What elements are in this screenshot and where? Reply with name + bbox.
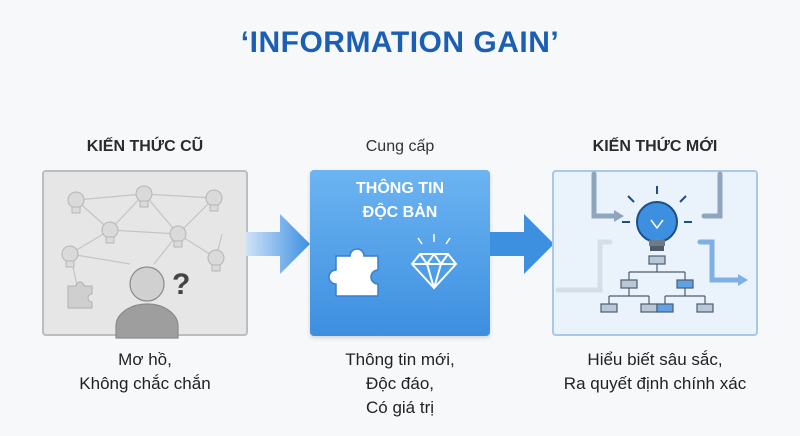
hierarchy-icon (600, 255, 714, 313)
old-knowledge-illustration: ? (61, 185, 225, 339)
unique-information-caption: Thông tin mới, Độc đáo, Có giá trị (300, 348, 500, 420)
caption-line: Ra quyết định chính xác (563, 374, 747, 393)
lightbulb-icon (205, 189, 223, 212)
caption-line: Mơ hồ, (118, 350, 172, 369)
caption-line: Thông tin mới, (345, 350, 455, 369)
new-knowledge-illustration (555, 171, 748, 313)
panel-title-line-1: THÔNG TIN (356, 180, 444, 197)
diagram-title: ‘INFORMATION GAIN’ (240, 26, 560, 59)
arrow-icon (490, 214, 554, 274)
lightbulb-icon (636, 201, 678, 251)
old-knowledge-panel: ? (42, 170, 248, 339)
question-mark: ? (172, 268, 190, 301)
old-knowledge-label: KIẾN THỨC CŨ (86, 138, 204, 155)
lightbulb-icon (61, 245, 79, 268)
caption-line: Hiểu biết sâu sắc, (587, 350, 723, 369)
provide-label: Cung cấp (365, 138, 435, 155)
arrow-icon (246, 214, 310, 274)
old-knowledge-caption: Mơ hồ, Không chắc chắn (42, 348, 248, 396)
puzzle-icon (328, 248, 379, 297)
puzzle-icon (67, 281, 93, 309)
new-knowledge-label: KIẾN THỨC MỚI (592, 138, 718, 155)
sparkle-icon (417, 234, 451, 245)
lightbulb-icon (101, 221, 119, 244)
lightbulb-icon (207, 249, 225, 272)
lightbulb-icon (169, 225, 187, 248)
lightbulb-icon (67, 191, 85, 214)
lightbulb-icon (135, 185, 153, 208)
new-knowledge-caption: Hiểu biết sâu sắc, Ra quyết định chính x… (532, 348, 778, 396)
panel-title-line-2: ĐỘC BẢN (362, 204, 438, 221)
person-icon (115, 266, 179, 339)
unique-information-panel: THÔNG TIN ĐỘC BẢN (310, 170, 490, 336)
new-knowledge-panel (552, 170, 758, 336)
caption-line: Không chắc chắn (79, 374, 211, 393)
caption-line: Độc đáo, (365, 374, 435, 393)
diamond-icon (410, 253, 458, 290)
caption-line: Có giá trị (365, 398, 435, 417)
